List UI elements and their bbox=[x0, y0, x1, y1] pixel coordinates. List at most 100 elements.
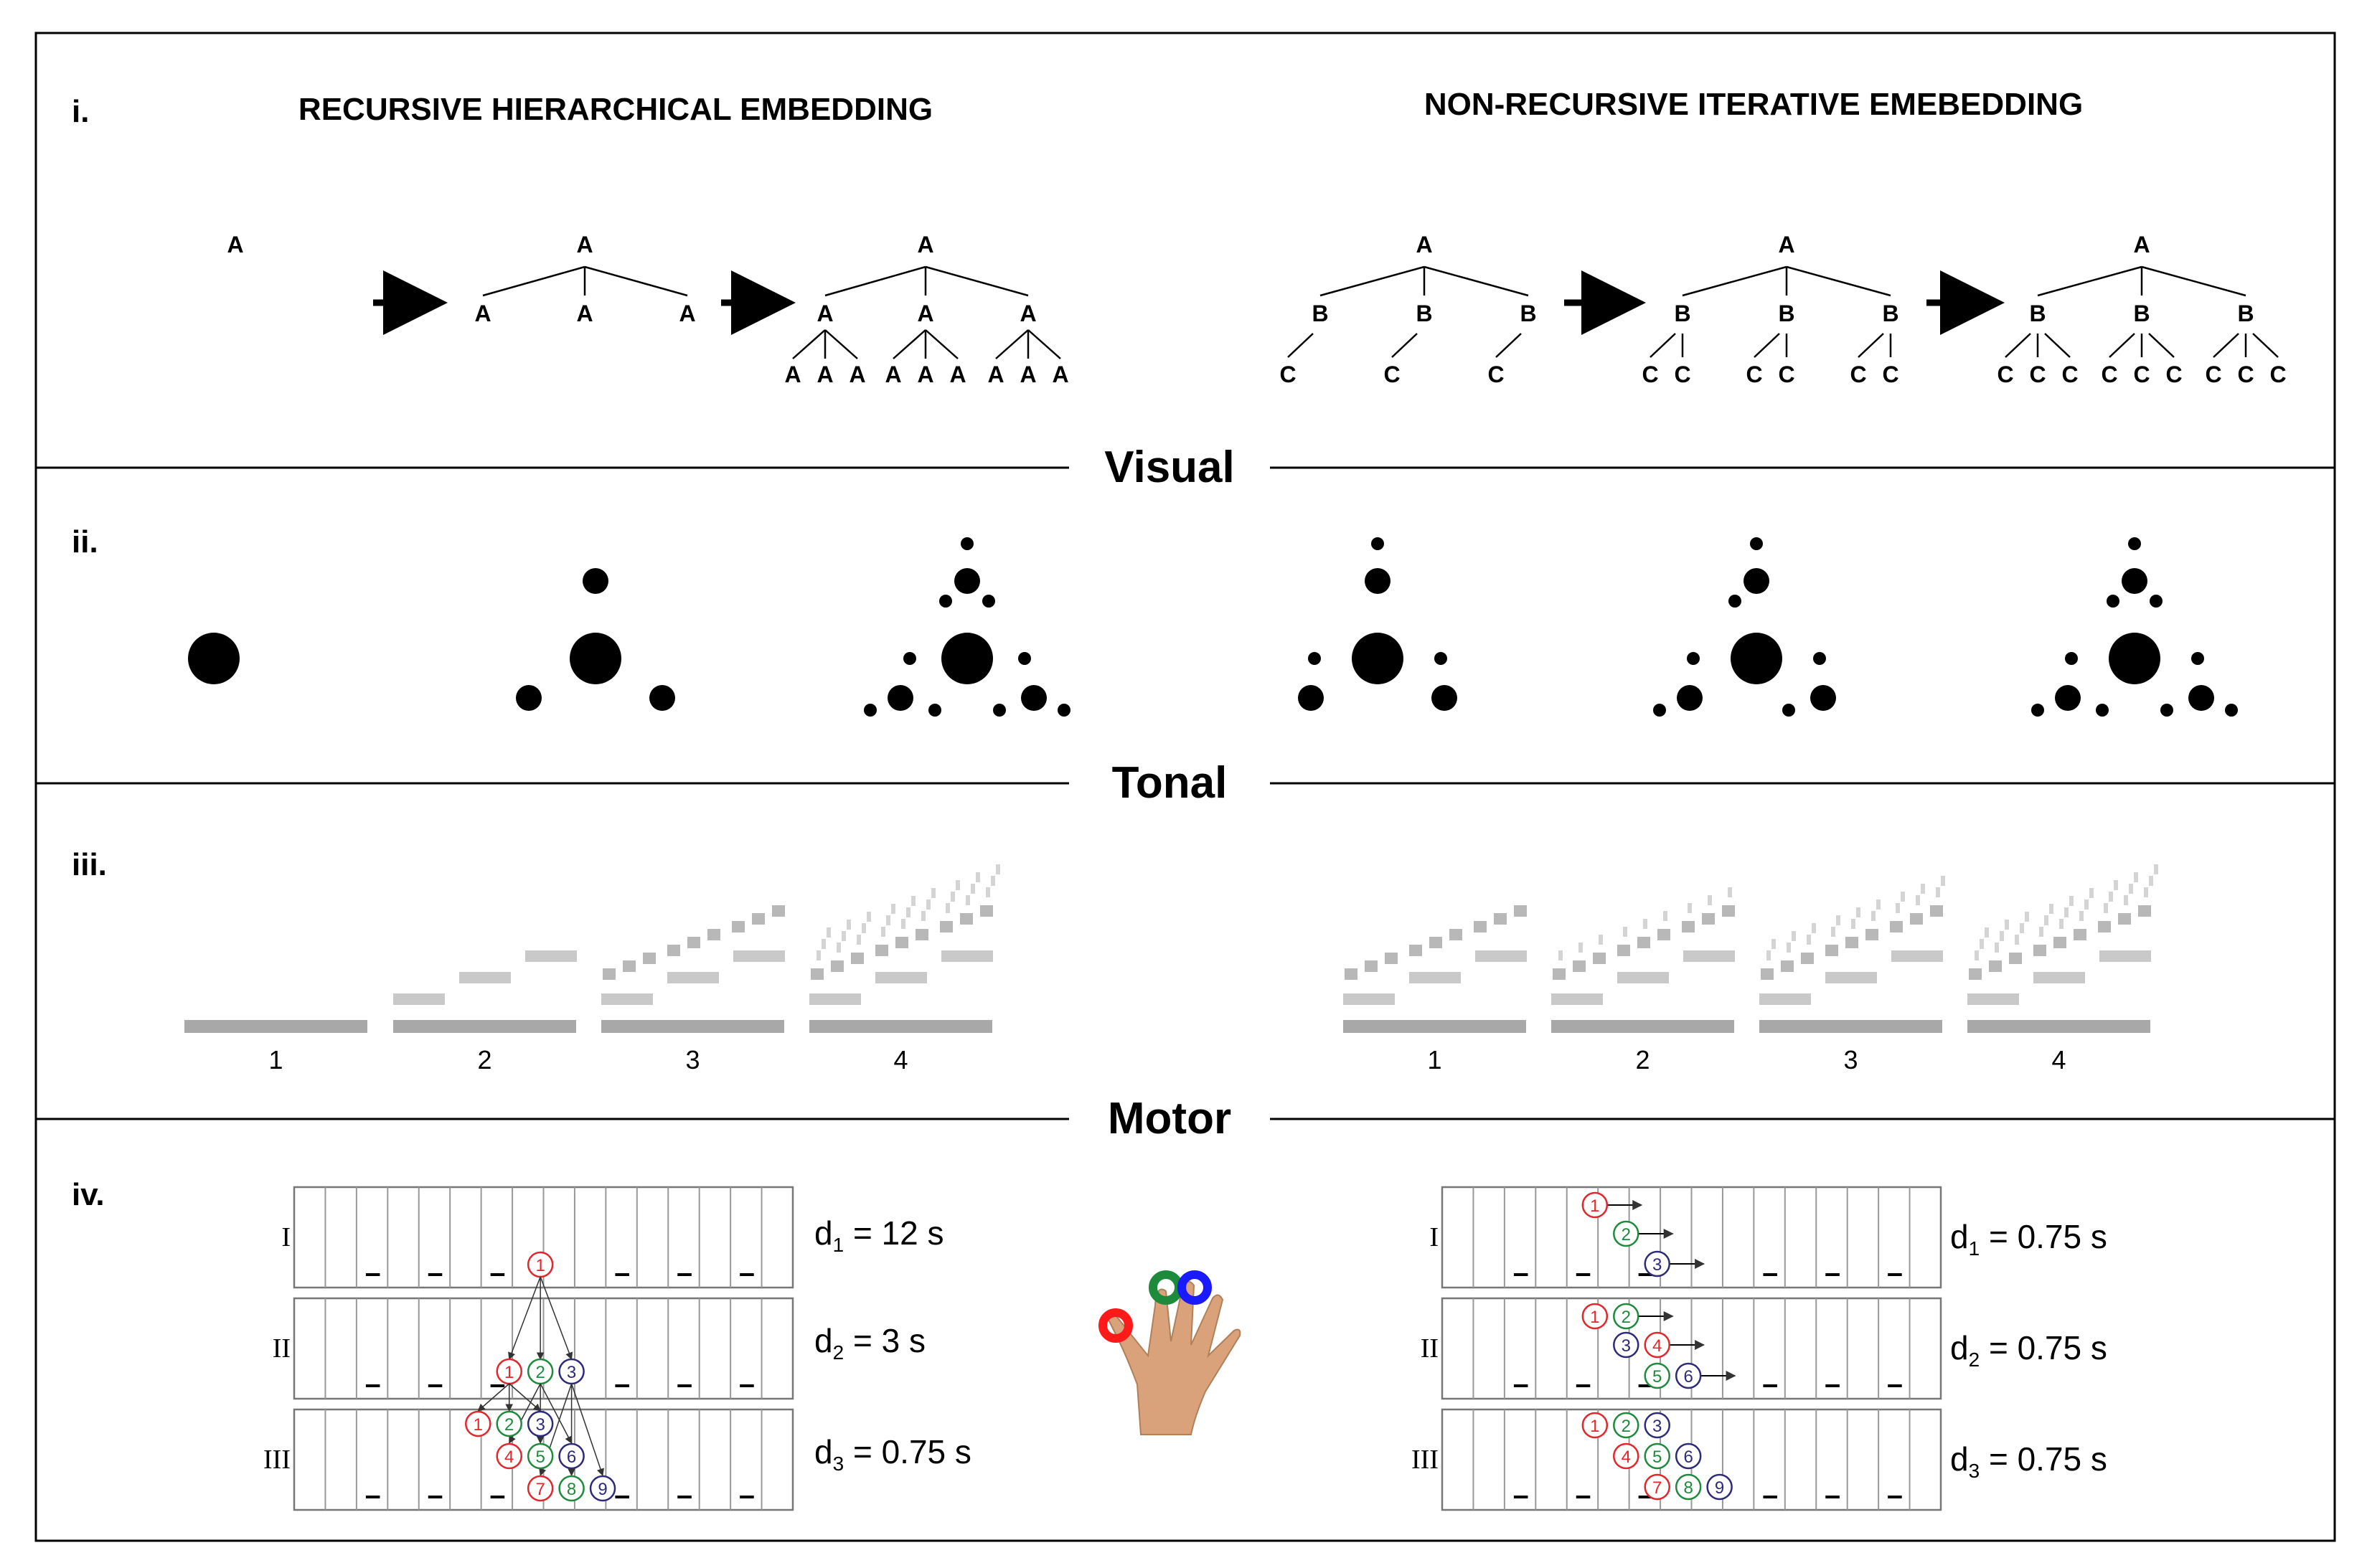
finger-marker bbox=[1098, 1308, 1133, 1343]
step-number: 5 bbox=[535, 1447, 545, 1467]
tone-bar bbox=[875, 945, 888, 956]
divider-visual: Visual bbox=[36, 443, 2335, 492]
tone-bar bbox=[772, 905, 785, 917]
tone-bar bbox=[2098, 921, 2111, 932]
step-number-circle bbox=[1613, 1220, 1639, 1247]
tone-bar bbox=[601, 993, 653, 1005]
visual-dot bbox=[2096, 704, 2109, 717]
tree-edge bbox=[1391, 333, 1418, 358]
tree-node: B bbox=[1778, 301, 1794, 326]
tree-node: A bbox=[849, 362, 865, 387]
tone-bar bbox=[601, 1020, 784, 1033]
visual-dot bbox=[2122, 568, 2147, 594]
duration-label: d2 = 3 s bbox=[814, 1322, 926, 1364]
tone-bar bbox=[2104, 903, 2108, 913]
tonal-step-label: 2 bbox=[1635, 1045, 1650, 1075]
tree-edge bbox=[925, 329, 959, 359]
motor-row-label: III bbox=[1411, 1445, 1439, 1475]
tree-node: A bbox=[576, 232, 593, 258]
tree-edge bbox=[792, 329, 826, 359]
tone-bar bbox=[1343, 1020, 1526, 1033]
visual-dot bbox=[2055, 685, 2081, 711]
tree-edge bbox=[1754, 333, 1780, 358]
tree-edge bbox=[1287, 333, 1314, 358]
motor-row-label: III bbox=[263, 1445, 291, 1475]
hierarchy-arrow bbox=[540, 1383, 573, 1444]
tone-bar bbox=[2144, 887, 2148, 897]
tree-edge bbox=[1682, 265, 1787, 297]
tree-edge bbox=[824, 265, 926, 297]
tone-bar bbox=[851, 953, 864, 964]
tone-bar bbox=[827, 927, 831, 938]
visual-dot bbox=[2160, 704, 2173, 717]
tone-bar bbox=[1708, 895, 1712, 905]
step-number: 3 bbox=[535, 1415, 545, 1435]
tone-bar bbox=[2059, 919, 2064, 929]
tone-bar bbox=[2089, 888, 2094, 898]
tone-bar bbox=[1728, 887, 1732, 897]
visual-dot bbox=[583, 568, 608, 594]
tone-bar bbox=[1593, 953, 1606, 964]
tree-node: A bbox=[1778, 232, 1794, 258]
tone-bar bbox=[643, 953, 656, 964]
hierarchy-arrow bbox=[508, 1276, 541, 1360]
tone-bar bbox=[2138, 905, 2151, 917]
tone-bar bbox=[2009, 953, 2022, 964]
visual-dot bbox=[188, 633, 240, 684]
tree-node: C bbox=[1882, 362, 1898, 387]
visual-dot bbox=[1434, 652, 1447, 665]
hand-figure bbox=[1098, 1270, 1241, 1435]
tone-bar bbox=[911, 896, 916, 906]
motor-row-label: I bbox=[1429, 1222, 1439, 1252]
step-number-circle bbox=[1706, 1473, 1733, 1501]
step-number-circle bbox=[1644, 1362, 1670, 1389]
tone-bar bbox=[1494, 913, 1507, 925]
tone-bar bbox=[1683, 950, 1735, 962]
tone-bar bbox=[941, 950, 993, 962]
tonal-step-label: 2 bbox=[477, 1045, 491, 1075]
tone-bar bbox=[976, 872, 980, 882]
step-number-circle bbox=[589, 1475, 616, 1502]
tone-bar bbox=[2015, 935, 2019, 945]
tone-bar bbox=[842, 931, 846, 941]
tone-bar bbox=[2044, 915, 2048, 925]
tone-bar bbox=[1722, 905, 1735, 917]
step-number-circle bbox=[527, 1475, 554, 1502]
tone-bar bbox=[1792, 931, 1796, 941]
title-iterative: NON-RECURSIVE ITERATIVE EMEBEDDING bbox=[1424, 87, 2083, 122]
tone-bar bbox=[1759, 1020, 1942, 1033]
tone-bar bbox=[1551, 993, 1603, 1005]
tone-bar bbox=[667, 945, 680, 956]
tree-node: A bbox=[1416, 232, 1432, 258]
divider-label-visual: Visual bbox=[1104, 443, 1235, 492]
tree-edge bbox=[1650, 333, 1676, 358]
visual-dot bbox=[1018, 652, 1031, 665]
visual-dot bbox=[1677, 685, 1703, 711]
tree-edge bbox=[2005, 333, 2031, 358]
tree-node: C bbox=[1383, 362, 1400, 387]
tone-bar bbox=[2118, 913, 2131, 925]
tone-bar bbox=[966, 895, 970, 905]
tone-bar bbox=[2025, 912, 2029, 922]
tone-bar bbox=[1890, 921, 1903, 932]
visual-dot bbox=[2188, 685, 2214, 711]
tree-edge bbox=[1424, 265, 1529, 297]
tone-bar bbox=[1831, 927, 1835, 937]
visual-dot bbox=[888, 685, 913, 711]
visual-dot bbox=[516, 685, 542, 711]
tone-bar bbox=[732, 921, 745, 932]
tree-node: B bbox=[1416, 301, 1432, 326]
tree-node: C bbox=[2205, 362, 2221, 387]
tree-node: C bbox=[1674, 362, 1690, 387]
visual-dot bbox=[1352, 633, 1403, 684]
tone-bar bbox=[667, 972, 719, 983]
tone-bar bbox=[862, 923, 866, 933]
tone-bar bbox=[623, 960, 636, 972]
tonal-step-label: 1 bbox=[268, 1045, 283, 1075]
tree-node: A bbox=[227, 232, 243, 258]
step-number-circle bbox=[1644, 1442, 1670, 1470]
figure-frame bbox=[34, 32, 2336, 1542]
tree-node: A bbox=[576, 301, 593, 326]
visual-dot bbox=[1687, 652, 1700, 665]
motor-row-label: II bbox=[1421, 1333, 1439, 1364]
